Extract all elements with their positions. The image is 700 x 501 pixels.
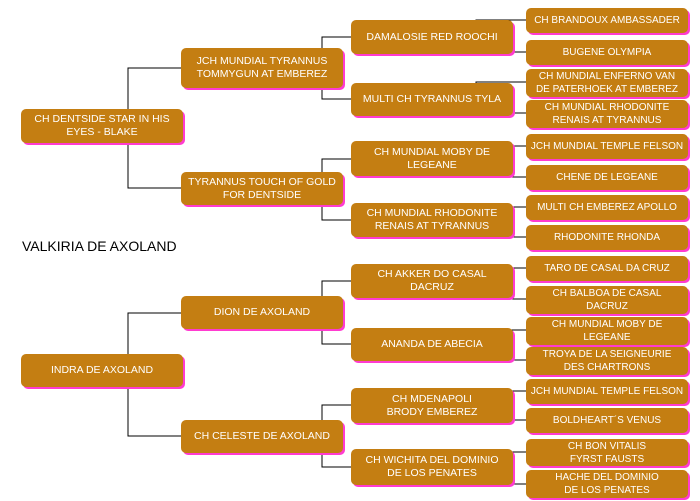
ds-sire-box[interactable]: CH AKKER DO CASAL DACRUZ (351, 264, 513, 298)
gen4-box[interactable]: JCH MUNDIAL TEMPLE FELSON (526, 379, 688, 404)
sd-sire-box[interactable]: CH MUNDIAL MOBY DE LEGEANE (351, 141, 513, 176)
connector (127, 126, 181, 189)
gen4-box[interactable]: CH BALBOA DE CASAL DACRUZ (526, 286, 688, 314)
gen4-box[interactable]: CH MUNDIAL MOBY DE LEGEANE (526, 317, 688, 345)
ss-dam-box[interactable]: MULTI CH TYRANNUS TYLA (351, 83, 513, 116)
ss-sire-box[interactable]: DAMALOSIE RED ROOCHI (351, 20, 513, 54)
sire-dam-box[interactable]: TYRANNUS TOUCH OF GOLD FOR DENTSIDE (181, 172, 343, 205)
dam-dam-box[interactable]: CH CELESTE DE AXOLAND (181, 420, 343, 453)
connector (127, 370, 181, 437)
gen4-box[interactable]: CH BRANDOUX AMBASSADER (526, 8, 688, 33)
gen4-box[interactable]: HACHE DEL DOMINIO DE LOS PENATES (526, 470, 688, 498)
dam-box[interactable]: INDRA DE AXOLAND (21, 354, 183, 387)
dd-dam-box[interactable]: CH WICHITA DEL DOMINIO DE LOS PENATES (351, 449, 513, 485)
gen4-box[interactable]: CH MUNDIAL ENFERNO VAN DE PATERHOEK AT E… (526, 69, 688, 97)
gen4-box[interactable]: CHENE DE LEGEANE (526, 165, 688, 190)
gen4-box[interactable]: TROYA DE LA SEIGNEURIE DES CHARTRONS (526, 347, 688, 375)
sire-box[interactable]: CH DENTSIDE STAR IN HIS EYES - BLAKE (21, 109, 183, 143)
gen4-box[interactable]: TARO DE CASAL DA CRUZ (526, 256, 688, 281)
gen4-box[interactable]: CH BON VITALIS FYRST FAUSTS (526, 439, 688, 466)
sire-sire-box[interactable]: JCH MUNDIAL TYRANNUS TOMMYGUN AT EMBEREZ (181, 48, 343, 88)
gen4-box[interactable]: BUGENE OLYMPIA (526, 40, 688, 65)
dog-name-title: VALKIRIA DE AXOLAND (22, 238, 177, 254)
gen4-box[interactable]: JCH MUNDIAL TEMPLE FELSON (526, 134, 688, 159)
sd-dam-box[interactable]: CH MUNDIAL RHODONITE RENAIS AT TYRANNUS (351, 203, 513, 237)
connector (127, 67, 181, 126)
connector (127, 312, 181, 370)
gen4-box[interactable]: CH MUNDIAL RHODONITE RENAIS AT TYRANNUS (526, 100, 688, 128)
gen4-box[interactable]: BOLDHEART´S VENUS (526, 408, 688, 433)
dd-sire-box[interactable]: CH MDENAPOLI BRODY EMBEREZ (351, 388, 513, 423)
dam-sire-box[interactable]: DION DE AXOLAND (181, 296, 343, 329)
gen4-box[interactable]: RHODONITE RHONDA (526, 225, 688, 250)
gen4-box[interactable]: MULTI CH EMBEREZ APOLLO (526, 195, 688, 220)
ds-dam-box[interactable]: ANANDA DE ABECIA (351, 328, 513, 361)
